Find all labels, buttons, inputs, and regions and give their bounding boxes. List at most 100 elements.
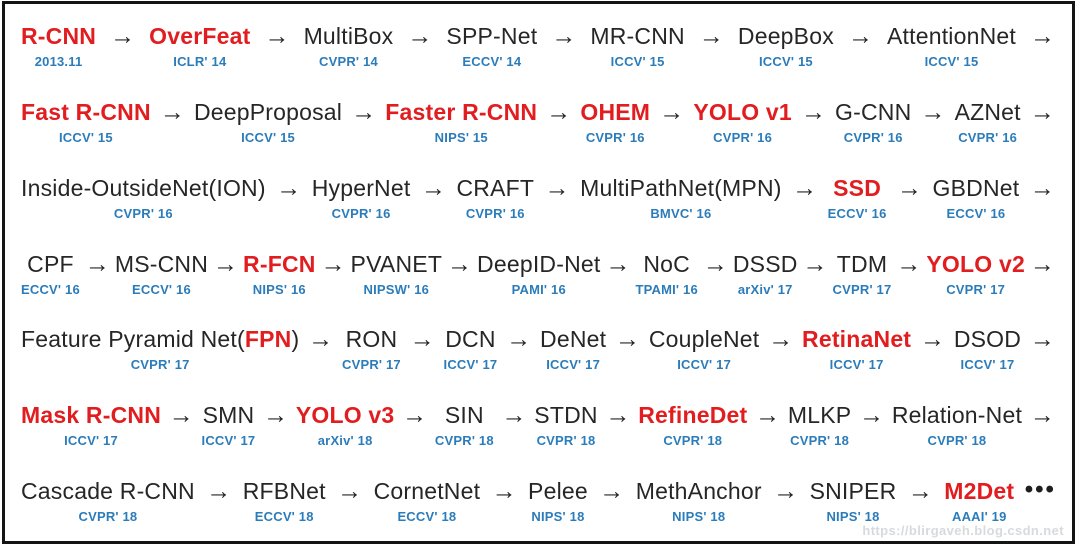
model-venue: CVPR' 18 — [927, 433, 987, 449]
model-venue: ICCV' 15 — [58, 129, 113, 145]
model-venue: ICCV' 15 — [758, 54, 813, 69]
model-venue: CVPR' 14 — [319, 54, 378, 69]
model-node: MultiPathNet(MPN)BMVC' 16 — [580, 175, 782, 221]
model-name: NoC — [643, 250, 690, 277]
model-name: RetinaNet — [802, 326, 912, 353]
model-name: GBDNet — [932, 174, 1020, 201]
model-name: MLKP — [787, 402, 852, 429]
right-arrow-icon: → — [1029, 401, 1055, 430]
model-venue: ECCV' 16 — [827, 205, 887, 221]
model-venue: CVPR' 16 — [713, 129, 773, 145]
model-name: STDN — [534, 402, 598, 429]
right-arrow-icon: → — [702, 249, 728, 278]
right-arrow-icon: → — [546, 97, 572, 126]
model-venue: PAMI' 16 — [511, 281, 566, 297]
model-name: AZNet — [954, 98, 1021, 125]
model-name: Feature Pyramid Net(FPN) — [21, 326, 299, 353]
model-name: DeNet — [540, 326, 607, 353]
model-venue: CVPR' 18 — [434, 433, 494, 449]
model-venue: ICLR' 14 — [173, 54, 227, 69]
model-name-highlight: FPN — [244, 326, 292, 353]
model-name: YOLO v2 — [926, 250, 1025, 277]
right-arrow-icon: → — [605, 401, 631, 430]
right-arrow-icon: → — [755, 401, 781, 430]
right-arrow-icon: → — [800, 97, 826, 126]
right-arrow-icon: → — [1030, 22, 1055, 50]
model-venue: NIPS' 15 — [434, 129, 488, 145]
right-arrow-icon: → — [337, 477, 363, 506]
watermark: https://blirgaveh.blog.csdn.net — [862, 523, 1064, 538]
model-name: Mask R-CNN — [21, 402, 162, 429]
right-arrow-icon: → — [897, 173, 923, 202]
right-arrow-icon: → — [544, 173, 570, 202]
model-name: DCN — [445, 326, 496, 353]
right-arrow-icon: → — [792, 173, 818, 202]
model-name: CornetNet — [373, 478, 481, 505]
model-name: MultiBox — [303, 23, 394, 49]
model-venue: CVPR' 18 — [790, 433, 850, 449]
model-venue: ICCV' 15 — [924, 54, 979, 69]
model-node: YOLO v1 CVPR' 16 — [693, 99, 792, 145]
model-name-part: Feature Pyramid Net( — [21, 326, 245, 353]
model-name: MethAnchor — [635, 478, 762, 505]
right-arrow-icon: → — [506, 325, 532, 354]
model-venue: ICCV' 17 — [677, 357, 732, 373]
model-venue: CVPR' 17 — [130, 357, 190, 373]
right-arrow-icon: → — [501, 401, 527, 430]
right-arrow-icon: → — [768, 325, 794, 354]
model-name: RON — [345, 326, 398, 353]
model-name: OverFeat — [149, 23, 251, 49]
right-arrow-icon: → — [659, 97, 685, 126]
model-name: YOLO v1 — [693, 98, 792, 125]
model-venue: CVPR' 18 — [663, 433, 723, 449]
model-name: AttentionNet — [886, 23, 1016, 49]
model-node: Inside-OutsideNet(ION)CVPR' 16 — [21, 175, 266, 221]
model-node: RON CVPR' 17 — [342, 326, 401, 372]
model-name: Relation-Net — [891, 402, 1023, 429]
right-arrow-icon: → — [859, 401, 885, 430]
model-name: MS-CNN — [114, 250, 209, 277]
model-name: DeepBox — [737, 23, 834, 49]
model-name: YOLO v3 — [295, 402, 395, 429]
right-arrow-icon: → — [615, 325, 641, 354]
right-arrow-icon: → — [847, 22, 873, 50]
model-node: Mask R-CNN ICCV' 17 — [21, 402, 161, 448]
right-arrow-icon: → — [351, 97, 377, 126]
model-venue: ICCV' 17 — [64, 433, 118, 449]
model-name: R-FCN — [243, 250, 316, 277]
model-venue: ECCV' 16 — [21, 281, 80, 297]
right-arrow-icon: → — [907, 477, 933, 506]
model-venue: CVPR' 17 — [341, 357, 401, 373]
right-arrow-icon: → — [1029, 173, 1055, 202]
right-arrow-icon: → — [168, 401, 194, 430]
model-name: Fast R-CNN — [21, 98, 151, 125]
model-venue: CVPR' 18 — [536, 433, 596, 449]
model-name: DeepProposal — [193, 98, 343, 125]
model-name: CRAFT — [456, 174, 535, 201]
model-name: R-CNN — [21, 23, 97, 49]
right-arrow-icon: → — [920, 325, 945, 354]
right-arrow-icon: → — [920, 97, 946, 126]
model-venue: CVPR' 16 — [113, 205, 173, 221]
model-name: Pelee — [528, 478, 588, 505]
model-venue: ECCV' 14 — [462, 54, 522, 69]
